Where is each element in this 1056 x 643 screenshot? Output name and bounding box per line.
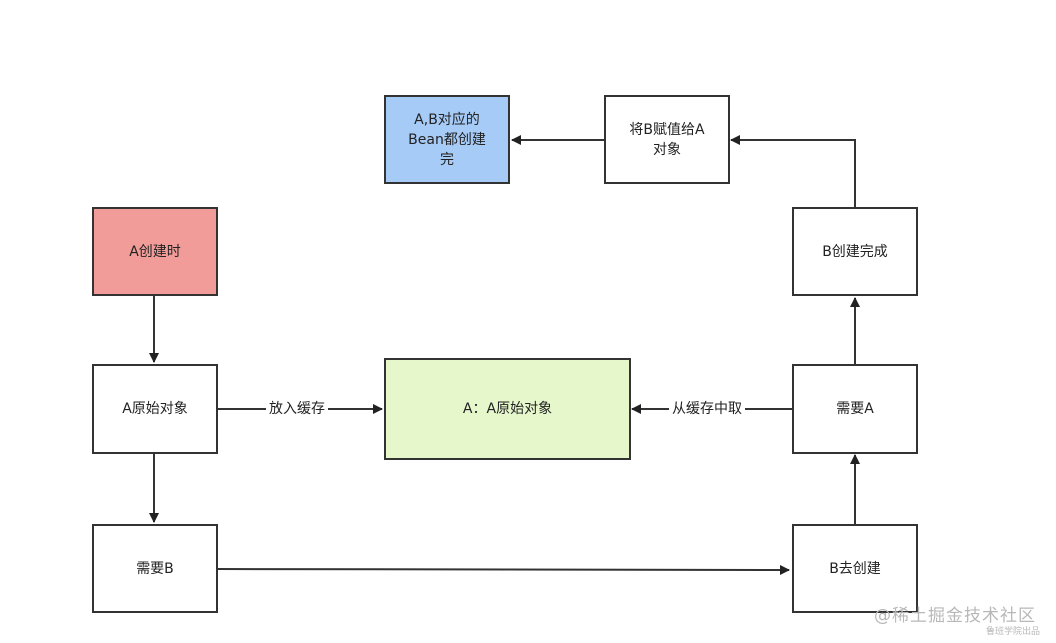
node-a-raw-object: A原始对象 [92,364,218,454]
edge-label-put-cache: 放入缓存 [266,400,328,418]
node-b-create: B去创建 [792,524,918,613]
node-all-beans-done: A,B对应的 Bean都创建 完 [384,95,510,184]
watermark-sub: 鲁班学院出品 [986,627,1041,637]
node-need-a: 需要A [792,364,918,454]
node-b-done: B创建完成 [792,207,918,296]
edge-bdone-to-assign [730,135,856,208]
node-assign-b-to-a: 将B赋值给A 对象 [604,95,730,184]
watermark-main: @稀土掘金技术社区 [874,606,1036,626]
node-a-created: A创建时 [92,207,218,296]
node-cache-a-raw: A：A原始对象 [384,358,631,460]
node-need-b: 需要B [92,524,218,613]
edge-needb-to-bcreate [217,564,790,575]
edge-label-get-cache: 从缓存中取 [669,400,745,418]
